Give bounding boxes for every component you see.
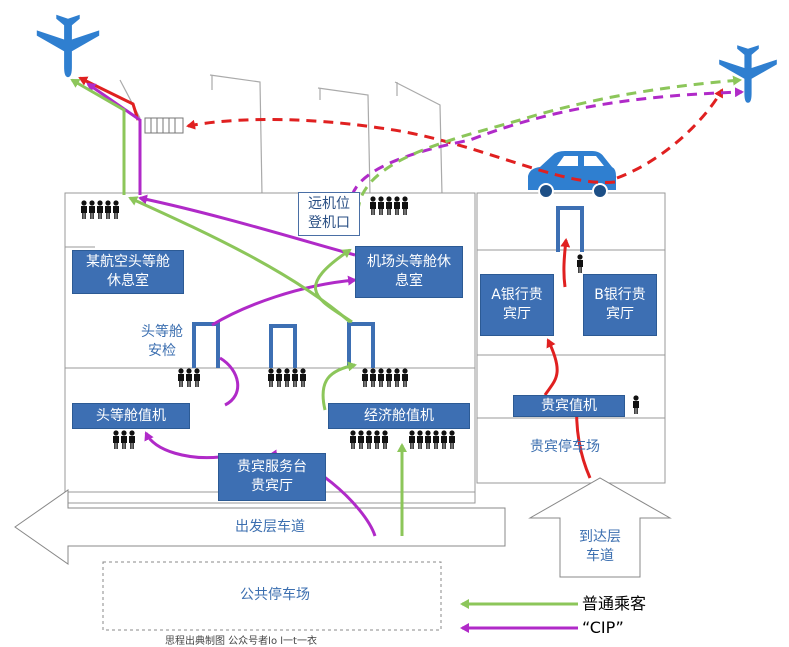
vip-checkin: 贵宾值机: [513, 395, 625, 417]
route-normal-security-to-boarding: [128, 196, 351, 324]
airplane-icon: [719, 45, 777, 103]
route-cip-to-first-checkin: [144, 431, 221, 460]
route-cip-airport-lounge-to-boarding: [138, 194, 356, 257]
route-vip-lounge-to-gate: [560, 238, 571, 288]
economy-checkin: 经济舱值机: [328, 403, 470, 429]
route-vip-car-to-stairs: [186, 118, 616, 185]
vip-parking-label: 贵宾停车场: [530, 439, 600, 455]
public-parking-area: [102, 561, 442, 631]
arrival-road-label: 到达层 车道: [579, 529, 621, 564]
bank-b-vip-lounge: B银行贵 宾厅: [583, 274, 657, 336]
route-vip-car-to-remote-plane: [616, 88, 724, 180]
route-normal-to-gate: [70, 78, 126, 195]
route-cip-remote-plane: [349, 87, 744, 213]
route-red-to-plane: [78, 76, 140, 121]
airplane-icon: [36, 14, 100, 78]
departure-road-label: 出发层车道: [235, 519, 305, 535]
bank-a-vip-lounge: A银行贵 宾厅: [480, 274, 554, 336]
public-parking-label: 公共停车场: [240, 587, 310, 603]
car-icon: [528, 151, 616, 199]
route-vip-to-bank-lounge: [543, 338, 559, 396]
arrival-road-arrow: [528, 477, 672, 578]
airline-first-class-lounge: 某航空头等舱 休息室: [72, 250, 184, 294]
vip-annex-building: [476, 192, 666, 484]
legend-normal-label: 普通乘客: [582, 594, 647, 613]
route-cip-to-gate: [86, 82, 142, 195]
vip-service-desk: 贵宾服务台 贵宾厅: [218, 453, 326, 501]
jet-bridge-structures: [119, 74, 443, 196]
first-class-checkin: 头等舱值机: [72, 403, 190, 429]
route-cip-checkin-to-security: [219, 356, 240, 407]
route-normal-checkin-to-security: [321, 361, 357, 411]
airport-first-class-lounge: 机场头等舱休 息室: [355, 246, 463, 298]
first-class-security-label: 头等舱 安检: [141, 324, 183, 359]
boarding-stairs-icon: [144, 117, 184, 134]
departure-road-arrow: [14, 489, 506, 565]
legend-cip-label: “CIP”: [582, 618, 624, 637]
remote-gate-box: 远机位 登机口: [298, 192, 360, 236]
security-gate-icon: [192, 206, 584, 368]
route-normal-remote-plane: [356, 75, 742, 213]
route-cip-security-to-airport-lounge: [211, 275, 357, 327]
